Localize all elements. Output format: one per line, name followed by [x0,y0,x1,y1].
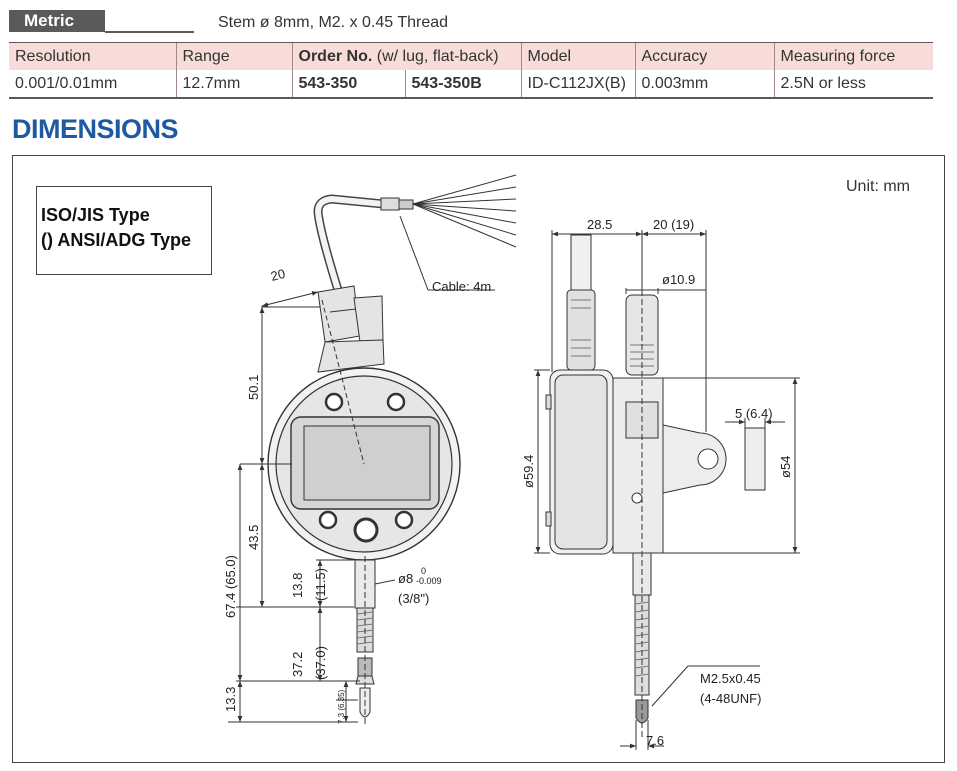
drawing-frame [12,155,945,763]
label-7-3: 7.3 (6.35) [337,689,346,724]
cable-leader [399,215,429,291]
lug-section [744,427,766,491]
col-measuring-force: Measuring force [773,42,933,70]
type-legend-box: ISO/JIS Type () ANSI/ADG Type [36,186,212,275]
label-stem-dia: ø8 [398,571,413,586]
label-20-19: 20 (19) [653,217,694,232]
label-stem-inch: (3/8") [398,591,429,606]
label-20: 20 [269,266,287,284]
label-5-6-4: 5 (6.4) [735,406,773,421]
front-view [228,174,517,724]
col-order-no-bold: Order No. [298,47,373,65]
button-top-right [386,392,406,412]
cell-order-no-2: 543-350B [404,70,521,99]
cable-sleeve-end [398,199,414,210]
spec-data-row: 0.001/0.01mm 12.7mm 543-350 543-350B ID-… [9,70,933,99]
lug [662,424,727,494]
cap-top [570,234,592,296]
label-67-4: 67.4 (65.0) [223,555,238,618]
label-11-5: (11.5) [313,568,328,601]
section-title: DIMENSIONS [12,114,179,144]
cell-resolution: 0.001/0.01mm [9,70,176,99]
cell-order-no-1: 543-350 [291,70,405,99]
button-bottom-left [318,510,338,530]
label-54: ø54 [778,456,793,478]
cable-fill [314,195,384,291]
label-13-8: 13.8 [290,573,305,598]
label-50-1: 50.1 [246,375,261,400]
label-37-0: (37.0) [313,646,328,680]
type-iso-jis: ISO/JIS Type [41,205,150,225]
lug-hole [697,448,719,470]
button-top-left [324,392,344,412]
spec-header-row: Resolution Range Order No. (w/ lug, flat… [9,42,933,70]
label-37-2: 37.2 [290,652,305,677]
label-cable: Cable: 4m [432,279,491,294]
button-bottom-right [394,510,414,530]
label-59-4: ø59.4 [521,455,536,488]
cable-wires [412,174,517,248]
cap-knurl-lines [571,299,591,357]
col-resolution: Resolution [9,42,176,70]
label-thread-unf: (4-48UNF) [700,691,761,706]
connector [317,285,385,373]
side-view [534,230,800,750]
col-model: Model [520,42,635,70]
label-stem-tol-up: 0 [421,566,426,576]
label-stem-tol-low: -0.009 [416,576,442,586]
label-28-5: 28.5 [587,217,612,232]
cell-accuracy: 0.003mm [634,70,774,99]
col-accuracy: Accuracy [634,42,774,70]
cell-measuring-force: 2.5N or less [773,70,933,99]
button-bottom-center [353,517,379,543]
lcd-display [303,425,431,501]
unit-label: Unit: mm [846,178,910,195]
cell-model: ID-C112JX(B) [520,70,635,99]
col-range: Range [175,42,292,70]
cable-sleeve [380,197,400,211]
case-side-inner [554,374,608,550]
spec-table: Resolution Range Order No. (w/ lug, flat… [9,42,933,99]
side-contact-point [635,699,649,724]
metric-tag: Metric [9,10,105,32]
cell-range: 12.7mm [175,70,292,99]
dimension-labels: Cable: 4m 20 50.1 43.5 13.8 (11.5) ø8 0 … [223,217,793,748]
label-thread: M2.5x0.45 [700,671,761,686]
cap-knurl [566,289,596,371]
label-10-9: ø10.9 [662,272,695,287]
type-ansi-adg: () ANSI/ADG Type [41,230,192,250]
label-43-5: 43.5 [246,525,261,550]
stem-note: Stem ø 8mm, M2. x 0.45 Thread [218,14,449,31]
col-order-no: Order No. (w/ lug, flat-back) [291,42,521,70]
label-13-3: 13.3 [223,687,238,712]
col-order-no-note: (w/ lug, flat-back) [372,47,499,65]
metric-underline [105,31,194,33]
label-7-6: 7.6 [646,733,664,748]
